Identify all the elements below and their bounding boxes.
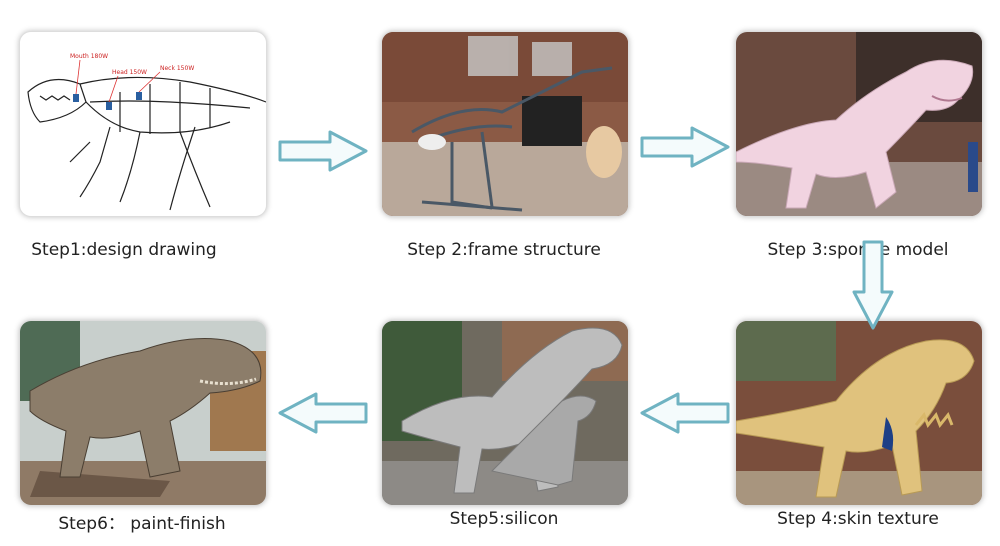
design-drawing-image: Mouth 180W Head 150W Neck 150W xyxy=(20,32,266,216)
arrow-step3-to-step4-icon xyxy=(852,240,894,330)
step4-card xyxy=(735,320,983,506)
sponge-model-image xyxy=(736,32,982,216)
step6-caption: Step6： paint-finish xyxy=(58,514,226,534)
step1-card: Mouth 180W Head 150W Neck 150W xyxy=(19,31,267,217)
step4-caption: Step 4:skin texture xyxy=(777,509,939,529)
step5-card xyxy=(381,320,629,506)
step3-caption: Step 3:sponge model xyxy=(767,240,949,260)
arrow-step4-to-step5-icon xyxy=(640,392,730,434)
paint-finish-image xyxy=(20,321,266,505)
skin-texture-image xyxy=(736,321,982,505)
sketch-label-mouth: Mouth 180W xyxy=(70,53,108,60)
step6-card xyxy=(19,320,267,506)
silicon-image xyxy=(382,321,628,505)
step5-caption: Step5:silicon xyxy=(449,509,559,529)
step2-caption: Step 2:frame structure xyxy=(407,240,601,260)
sketch-label-head: Head 150W xyxy=(112,69,147,76)
arrow-step1-to-step2-icon xyxy=(278,130,368,172)
arrow-step2-to-step3-icon xyxy=(640,126,730,168)
step2-card xyxy=(381,31,629,217)
frame-structure-image xyxy=(382,32,628,216)
step3-card xyxy=(735,31,983,217)
step1-caption: Step1:design drawing xyxy=(31,240,217,260)
arrow-step5-to-step6-icon xyxy=(278,392,368,434)
sketch-label-neck: Neck 150W xyxy=(160,65,194,72)
